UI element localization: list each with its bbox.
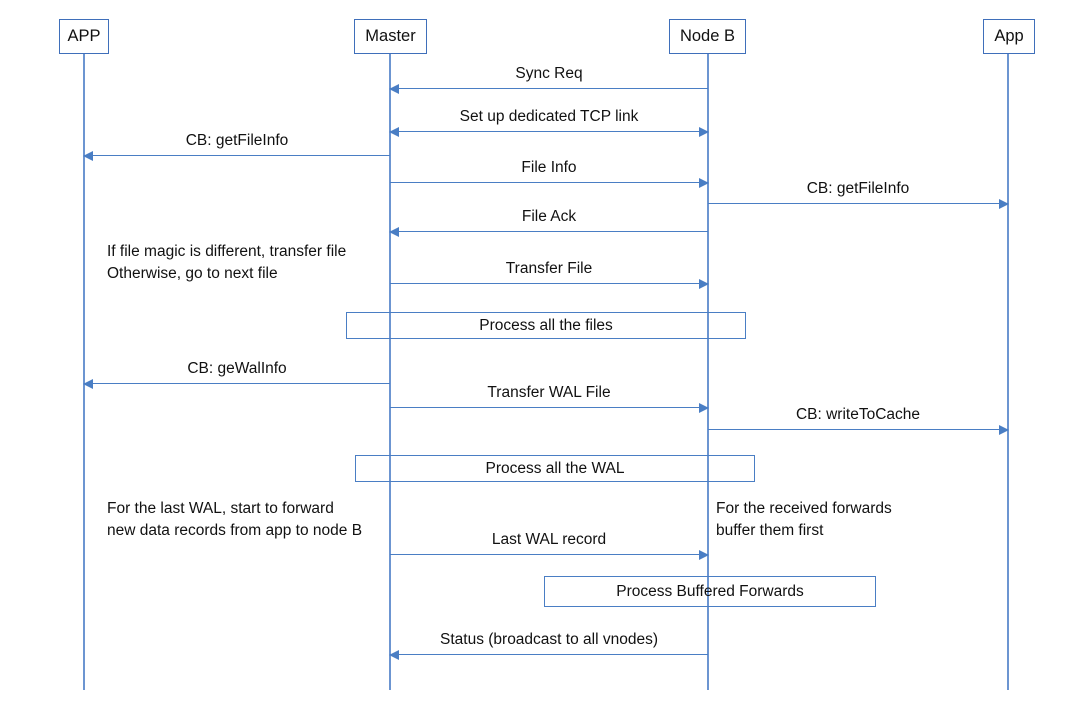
message-label-transfer-file: Transfer File: [505, 260, 593, 278]
arrowhead-left-icon: [83, 150, 93, 161]
message-label-sync-req: Sync Req: [515, 65, 583, 83]
arrowhead-left-icon: [389, 226, 399, 237]
arrowhead-right-icon: [699, 177, 709, 188]
arrowhead-left-icon: [389, 83, 399, 94]
process-box-process-all-wal[interactable]: Process all the WAL: [355, 455, 755, 482]
arrowhead-right-icon: [699, 278, 709, 289]
process-box-label-process-buffered-forwards: Process Buffered Forwards: [616, 582, 804, 600]
message-line-cb-writetocache: [708, 429, 1008, 431]
lifeline-master: [389, 54, 391, 690]
arrowhead-right-icon: [699, 549, 709, 560]
process-box-label-process-all-wal: Process all the WAL: [485, 459, 625, 477]
message-line-cb-gewalinfo: [84, 383, 390, 385]
actor-box-app_right[interactable]: App: [983, 19, 1035, 54]
message-label-transfer-wal-file: Transfer WAL File: [487, 384, 611, 402]
note-note-forward-records: For the last WAL, start to forward new d…: [107, 500, 363, 539]
actor-label-master: Master: [365, 27, 416, 46]
actor-box-app_left[interactable]: APP: [59, 19, 109, 54]
message-line-cb-getfileinfo-right: [708, 203, 1008, 205]
process-box-process-all-files[interactable]: Process all the files: [346, 312, 746, 339]
actor-label-node_b: Node B: [679, 27, 736, 46]
message-line-last-wal-record: [390, 554, 708, 556]
actor-label-app_right: App: [994, 27, 1024, 46]
message-label-cb-writetocache: CB: writeToCache: [795, 406, 921, 424]
note-note-file-magic: If file magic is different, transfer fil…: [107, 243, 347, 282]
message-line-transfer-file: [390, 283, 708, 285]
message-label-file-ack: File Ack: [521, 208, 577, 226]
arrowhead-right-icon: [999, 198, 1009, 209]
lifeline-app_left: [83, 54, 85, 690]
note-note-buffer-forwards: For the received forwards buffer them fi…: [716, 500, 892, 539]
actor-box-master[interactable]: Master: [354, 19, 427, 54]
message-label-cb-gewalinfo: CB: geWalInfo: [187, 360, 287, 378]
message-line-setup-tcp-link: [390, 131, 708, 133]
message-label-cb-getfileinfo-left: CB: getFileInfo: [185, 132, 289, 150]
message-label-file-info: File Info: [521, 159, 577, 177]
message-line-file-ack: [390, 231, 708, 233]
message-line-cb-getfileinfo-left: [84, 155, 390, 157]
lifeline-node_b: [707, 54, 709, 690]
arrowhead-right-icon: [699, 402, 709, 413]
message-line-sync-req: [390, 88, 708, 90]
message-label-cb-getfileinfo-right: CB: getFileInfo: [806, 180, 910, 198]
process-box-process-buffered-forwards[interactable]: Process Buffered Forwards: [544, 576, 876, 607]
message-line-transfer-wal-file: [390, 407, 708, 409]
arrowhead-right-icon: [699, 126, 709, 137]
actor-box-node_b[interactable]: Node B: [669, 19, 746, 54]
message-line-file-info: [390, 182, 708, 184]
message-label-status-broadcast: Status (broadcast to all vnodes): [440, 631, 658, 649]
arrowhead-left-icon: [389, 649, 399, 660]
arrowhead-left-icon: [389, 126, 399, 137]
lifeline-app_right: [1007, 54, 1009, 690]
actor-label-app_left: APP: [67, 27, 101, 46]
arrowhead-left-icon: [83, 378, 93, 389]
process-box-label-process-all-files: Process all the files: [479, 316, 613, 334]
arrowhead-right-icon: [999, 424, 1009, 435]
message-label-setup-tcp-link: Set up dedicated TCP link: [459, 108, 639, 126]
message-label-last-wal-record: Last WAL record: [491, 531, 607, 549]
message-line-status-broadcast: [390, 654, 708, 656]
